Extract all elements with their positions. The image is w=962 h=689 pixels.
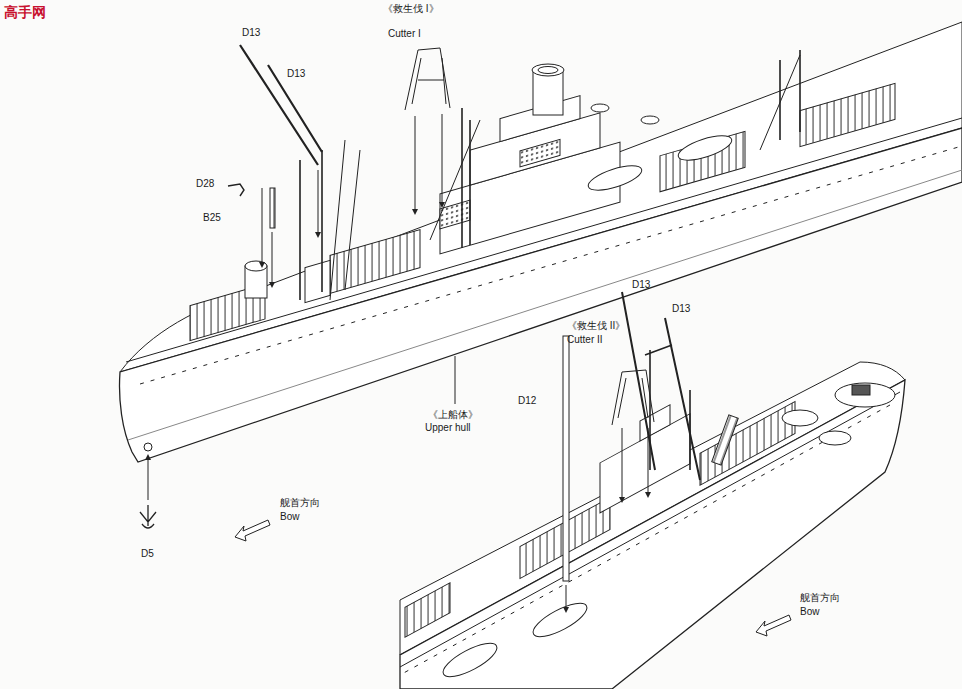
ship-line (641, 116, 659, 124)
ship-line (240, 45, 322, 165)
ship-line (439, 637, 501, 683)
ship-line (612, 370, 654, 425)
assembly-name: Cutter II (567, 334, 603, 346)
ship-line (318, 170, 319, 235)
lower-ship (400, 292, 905, 689)
ship-line (835, 383, 895, 407)
ship-line (712, 415, 738, 465)
ship-line (245, 261, 267, 271)
ship-line (700, 402, 795, 486)
ship-line (622, 428, 623, 500)
ship-line (305, 260, 330, 302)
ship-line (852, 385, 870, 395)
ship-line (676, 131, 735, 165)
ship-line (533, 70, 563, 115)
ship-line (538, 67, 558, 74)
ship-line (140, 505, 156, 528)
ship-line (330, 230, 420, 294)
part-number: B25 (203, 212, 221, 224)
ship-line (262, 188, 263, 265)
ship-line (190, 5, 895, 340)
ship-line (622, 292, 700, 480)
part-number: D13 (672, 303, 690, 315)
ship-line (532, 64, 564, 76)
part-number: D13 (242, 27, 260, 39)
assembly-name: 《救生伐 I》 (383, 3, 439, 15)
ship-line (819, 431, 851, 445)
ship-line (529, 597, 591, 643)
part-number: D28 (196, 178, 214, 190)
ship-line (648, 428, 649, 495)
assembly-name: 《上船体》 (428, 409, 478, 421)
ship-line (400, 405, 890, 675)
assembly-name: Upper hull (425, 422, 471, 434)
ship-line (566, 585, 567, 610)
ship-line (520, 139, 560, 166)
part-number: D13 (287, 68, 305, 80)
part-number: D13 (632, 279, 650, 291)
ship-line (455, 356, 456, 404)
ship-line (782, 410, 818, 426)
ship-line (563, 336, 569, 581)
ship-line (330, 55, 800, 300)
ship-line (591, 104, 609, 112)
ship-line (148, 457, 149, 500)
ship-line (270, 188, 275, 228)
ship-line (800, 83, 895, 146)
ship-line (405, 337, 795, 647)
part-number: D5 (141, 548, 154, 560)
ship-line (272, 232, 273, 285)
part-number: D12 (518, 395, 536, 407)
ship-line (126, 118, 962, 362)
ship-line (405, 48, 450, 110)
ship-line (300, 50, 800, 300)
watermark: 高手网 (4, 4, 46, 20)
ship-line (235, 520, 270, 541)
ship-line (144, 443, 152, 451)
assembly-name: 《救生伐 II》 (567, 320, 625, 332)
direction-label: 舰首方向 (800, 592, 840, 604)
ship-line (228, 184, 244, 196)
ship-line (660, 131, 745, 191)
direction-label: Bow (800, 606, 819, 618)
ship-line (442, 114, 443, 205)
assembly-name: Cutter I (388, 28, 421, 40)
ship-line (415, 116, 416, 212)
ship-line (756, 615, 791, 636)
ship-line (405, 583, 450, 638)
direction-label: 舰首方向 (280, 497, 320, 509)
ship-line (400, 380, 905, 689)
ship-line (586, 161, 645, 195)
direction-label: Bow (280, 511, 299, 523)
